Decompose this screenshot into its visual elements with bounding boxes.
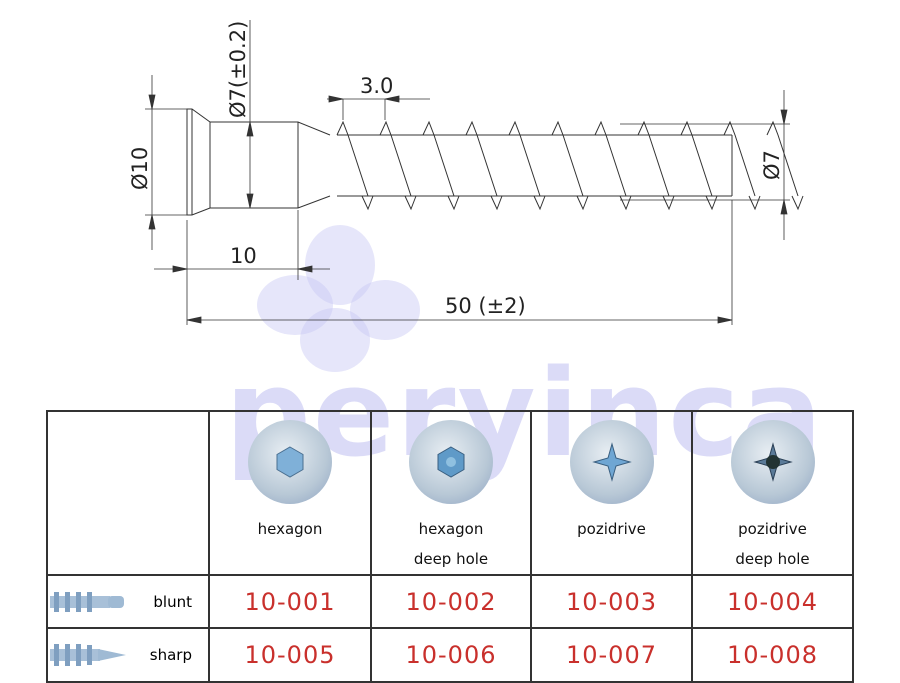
row-label-cell: blunt [46,574,210,629]
hexagon-deep-socket-head-icon [409,420,493,504]
technical-drawing: Ø10 Ø7(±0.2) 3.0 Ø7 10 50 (±2) [128,20,804,325]
shank-diameter-label: Ø7(±0.2) [226,21,250,118]
row-label-cell: sharp [46,627,210,683]
sharp-tip-screw-icon [50,644,126,666]
hexagon-socket-head-icon [248,420,332,504]
thread-crest [336,120,374,211]
blunt-tip-screw-icon [50,591,124,612]
dimension-lines [145,20,790,325]
table-header-row: hexagon hexagon deep hole pozidrive pozi… [46,410,854,576]
column-pozidrive-deep-hole: pozidrive deep hole [691,410,854,576]
thread-crest [551,120,589,211]
column-label-spacer [210,544,370,574]
column-label: pozidrive [577,520,646,538]
table-row: blunt 10-001 10-002 10-003 10-004 [46,574,854,629]
code-cell: 10-003 [530,574,693,629]
column-pozidrive: pozidrive [530,410,693,576]
screw-shank [210,121,331,209]
code-cell: 10-006 [370,627,532,683]
screw-head [186,108,211,216]
screw-threads [336,120,804,211]
shank-length-label: 10 [230,244,257,268]
pozidrive-deep-head-icon [730,420,815,504]
column-label: pozidrive [738,520,807,538]
table-row: sharp 10-005 10-006 10-007 10-008 [46,627,854,683]
row-label: sharp [149,646,192,664]
total-length-label: 50 (±2) [445,294,526,318]
thread-crest [379,120,417,211]
head-diameter-label: Ø10 [128,147,152,190]
column-label: hexagon [418,520,484,538]
column-label: hexagon [257,520,323,538]
column-label-spacer [532,544,691,574]
column-label-line2: deep hole [735,550,810,568]
thread-crest [766,120,804,211]
thread-diameter-label: Ø7 [760,150,784,180]
variant-table: hexagon hexagon deep hole pozidrive pozi… [46,410,854,683]
code-cell: 10-007 [530,627,693,683]
pozidrive-head-icon [569,420,654,504]
code-cell: 10-002 [370,574,532,629]
column-hexagon-deep-hole: hexagon deep hole [370,410,532,576]
thread-crest [508,120,546,211]
code-cell: 10-001 [208,574,372,629]
code-cell: 10-008 [691,627,854,683]
column-label-line2: deep hole [413,550,489,568]
thread-crest [465,120,503,211]
pitch-label: 3.0 [360,74,393,98]
code-cell: 10-005 [208,627,372,683]
thread-crest [422,120,460,211]
row-label: blunt [153,592,192,611]
column-hexagon: hexagon [208,410,372,576]
empty-corner-cell [46,410,210,576]
code-cell: 10-004 [691,574,854,629]
